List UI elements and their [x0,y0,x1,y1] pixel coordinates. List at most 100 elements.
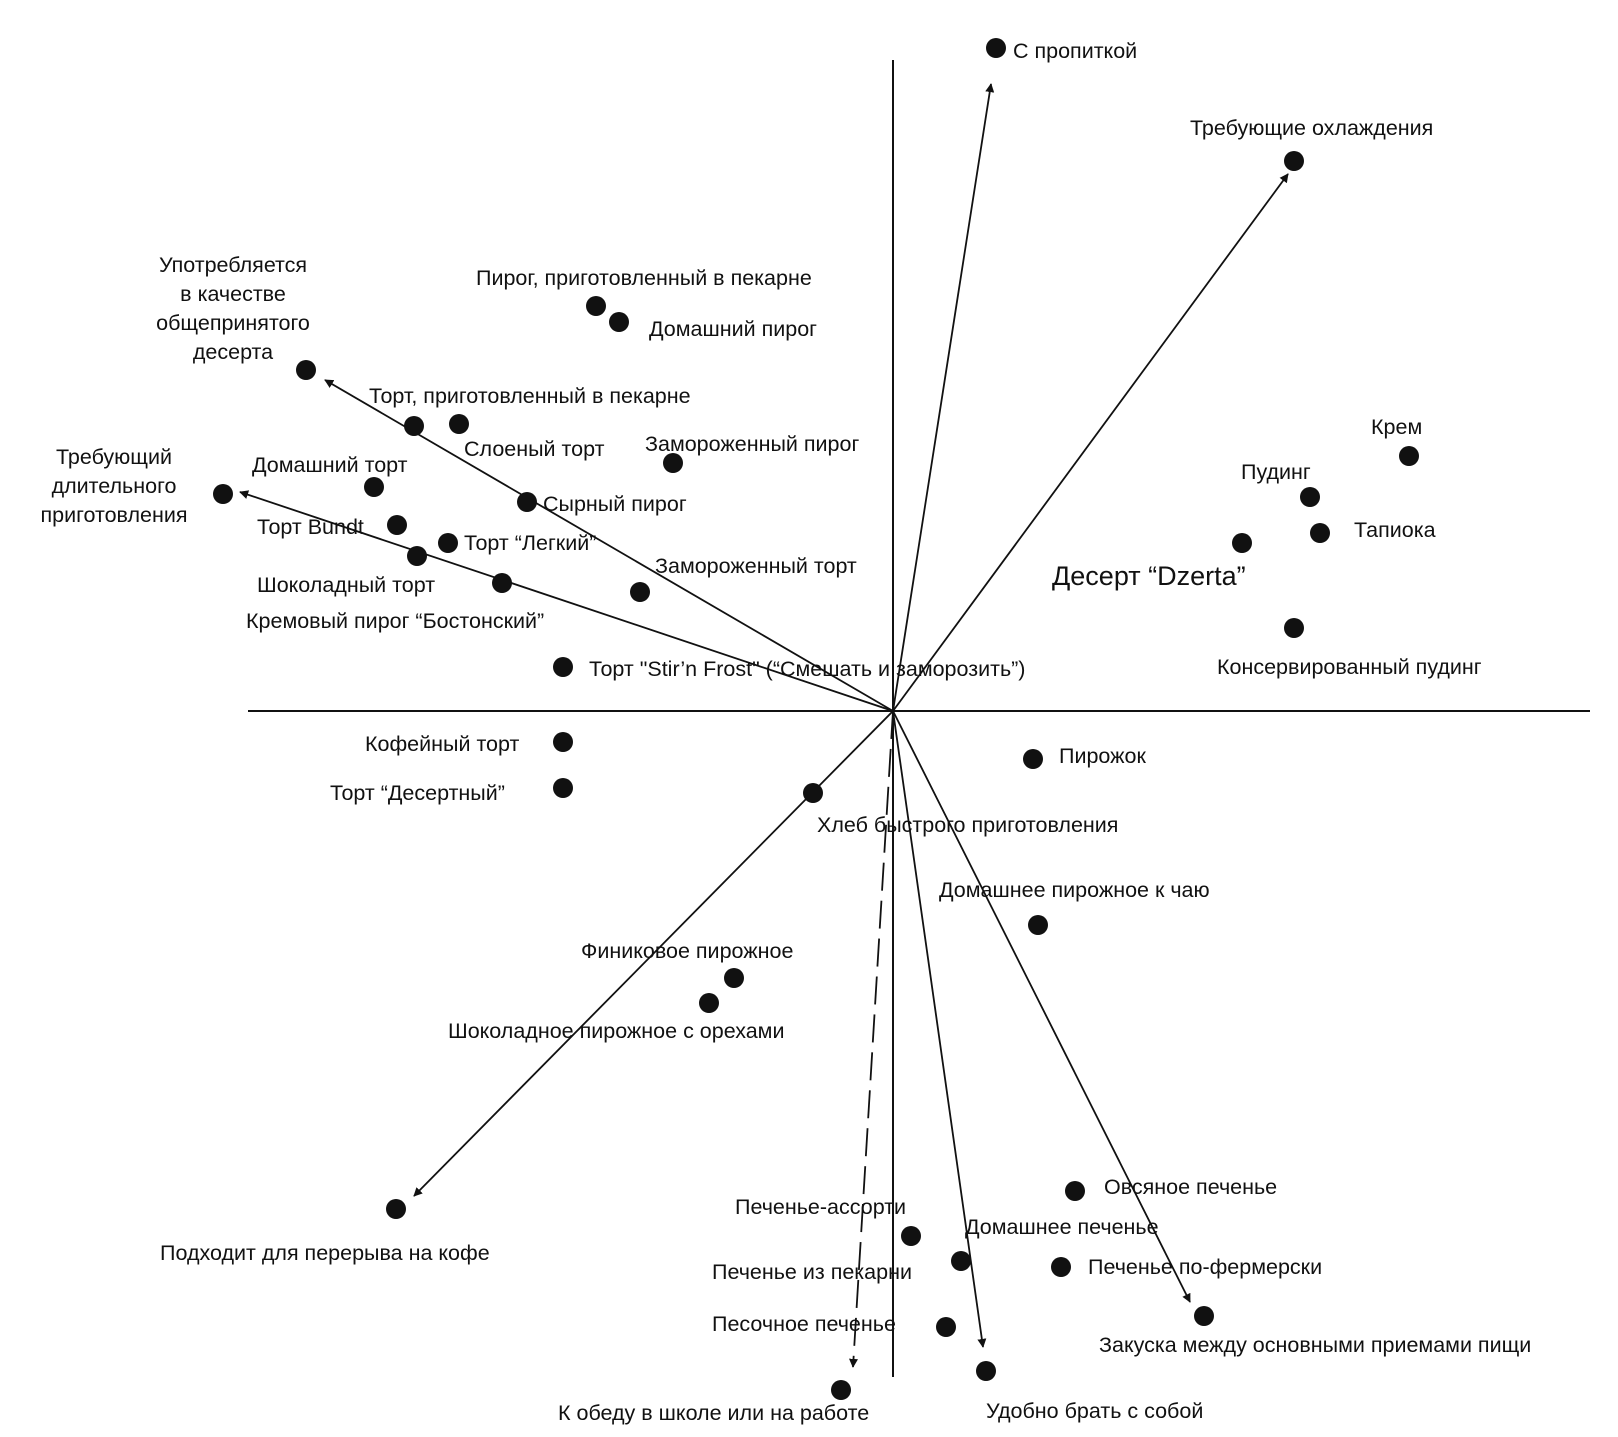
product-pirozhok: Пирожок [1023,744,1146,769]
product-tapioka: Тапиока [1310,518,1436,543]
vector-k-obedu [849,710,894,1368]
point [630,582,650,602]
product-krem: Крем [1371,415,1422,466]
label: С пропиткой [1013,39,1137,63]
vector-dlitelnogo-prigotovleniya [239,490,894,712]
point [492,573,512,593]
point [387,515,407,535]
label-line-4: десерта [193,340,273,364]
point [1194,1306,1214,1326]
point [1065,1181,1085,1201]
label: Торт, приготовленный в пекарне [369,384,691,408]
product-sloeny-tort: Слоеный торт [449,414,605,461]
point [901,1226,921,1246]
product-domashniy-pirog: Домашний пирог [609,312,817,341]
vector-udobno-brat [892,710,987,1348]
label: Печенье-ассорти [735,1195,906,1219]
attribute-zakuska: Закуска между основными приемами пищи [1099,1306,1531,1357]
point [1300,487,1320,507]
label: К обеду в школе или на работе [558,1401,869,1425]
point [553,657,573,677]
point [831,1380,851,1400]
point [517,492,537,512]
label-line-3: приготовления [41,503,188,527]
product-shokoladnoe-orehi: Шоколадное пирожное с орехами [448,993,784,1043]
point [1399,446,1419,466]
point [553,778,573,798]
product-tort-bundt: Торт Bundt [257,515,407,539]
point [724,968,744,988]
label: Торт "Stir’n Frost" (“Смешать и заморози… [589,657,1025,681]
label-line-2: длительного [52,474,177,498]
point [986,38,1006,58]
label: Домашний торт [252,453,408,477]
product-kremovy-pirog: Кремовый пирог “Бостонский” [246,573,544,633]
product-finikovoe: Финиковое пирожное [581,939,793,988]
label: Пирог, приготовленный в пекарне [476,266,812,290]
point [951,1251,971,1271]
point [699,993,719,1013]
label: Домашнее печенье [965,1215,1159,1239]
product-desert-dzerta: Десерт “Dzerta” [1052,533,1252,591]
label-line-3: общепринятого [156,311,310,335]
label: Кремовый пирог “Бостонский” [246,609,544,633]
point [803,783,823,803]
product-pechenye-assorti: Печенье-ассорти [735,1195,921,1246]
vector-trebuyushie-ohlazhdeniya [892,173,1289,712]
label: Замороженный торт [655,554,857,578]
label: Финиковое пирожное [581,939,793,963]
axes [248,60,1590,1377]
label: Шоколадный торт [257,573,435,597]
product-pesochnoe: Песочное печенье [712,1312,956,1337]
label: Домашний пирог [649,317,817,341]
point [407,546,427,566]
label: Слоеный торт [464,437,605,461]
point [296,360,316,380]
point [449,414,469,434]
attribute-trebuyushie-ohlazhdeniya: Требующие охлаждения [1190,116,1433,171]
attribute-pereryv-na-kofe: Подходит для перерыва на кофе [160,1199,490,1265]
label: Подходит для перерыва на кофе [160,1241,490,1265]
point [976,1361,996,1381]
product-kofeiny-tort: Кофейный торт [365,732,573,756]
product-shokoladny-tort: Шоколадный торт [257,546,435,597]
label: Десерт “Dzerta” [1052,561,1246,591]
point [1051,1257,1071,1277]
vector-zakuska [892,710,1191,1303]
label: Консервированный пудинг [1217,655,1482,679]
label: Пудинг [1241,460,1311,484]
point [1028,915,1048,935]
label: Торт “Десертный” [330,781,505,805]
label: Кофейный торт [365,732,519,756]
label-line-2: в качестве [180,282,286,306]
vector-s-propitkoy [892,83,995,712]
label: Пирожок [1059,744,1146,768]
label: Домашнее пирожное к чаю [939,878,1210,902]
point [1232,533,1252,553]
product-zamorozhenny-pirog: Замороженный пирог [645,432,859,473]
attribute-dlitelnogo-prigotovleniya: Требующий длительного приготовления [41,445,233,527]
product-puding: Пудинг [1241,460,1320,507]
product-pechenye-pekarnya: Печенье из пекарни [712,1260,912,1284]
product-tort-legkiy: Торт “Легкий” [438,531,596,555]
point [1023,749,1043,769]
attribute-points: С пропиткой Требующие охлаждения Употреб… [41,38,1531,1425]
product-ovsyanoe: Овсяное печенье [1065,1175,1277,1201]
product-domashnee-pirozhnoe: Домашнее пирожное к чаю [939,878,1210,935]
product-konserv-puding: Консервированный пудинг [1217,618,1482,679]
point [1310,523,1330,543]
label: Тапиока [1354,518,1436,542]
point [386,1199,406,1219]
attribute-k-obedu: К обеду в школе или на работе [558,1380,869,1425]
label: Замороженный пирог [645,432,859,456]
attribute-obsheprinyatyi-desert: Употребляется в качестве общепринятого д… [156,253,316,380]
label: Овсяное печенье [1104,1175,1277,1199]
product-pirog-pekarnya: Пирог, приготовленный в пекарне [476,266,812,316]
label: Шоколадное пирожное с орехами [448,1019,784,1043]
product-hleb-bystrogo: Хлеб быстрого приготовления [803,783,1118,837]
product-points: Пирог, приготовленный в пекарне Домашний… [246,266,1482,1337]
point [404,416,424,436]
vector-obsheprinyatyi-desert [324,379,894,712]
label: Хлеб быстрого приготовления [817,813,1118,837]
